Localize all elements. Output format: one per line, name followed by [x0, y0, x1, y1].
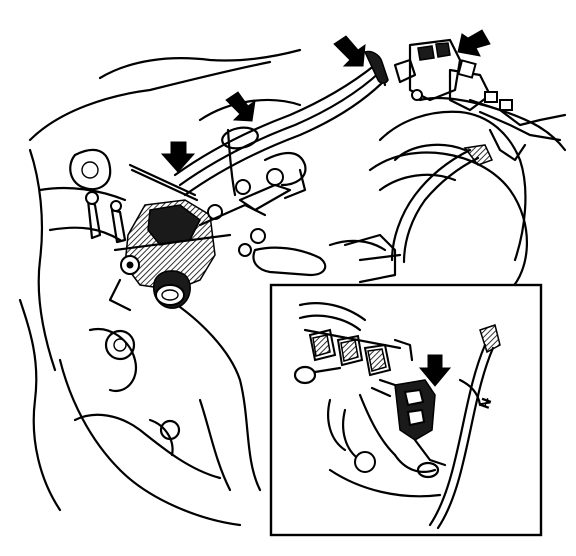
- inset-coupler: [370, 378, 436, 441]
- mount-bracket: [108, 199, 232, 312]
- inset-connector-bank: [303, 328, 414, 377]
- harness-clip-loop: [221, 126, 259, 197]
- callout-arrow-4: [457, 29, 491, 57]
- engine-block-outline: [18, 48, 567, 527]
- callout-arrow-2: [225, 91, 256, 122]
- mounting-bolts: [85, 168, 292, 257]
- detail-inset: N̴: [269, 283, 543, 537]
- vacuum-hose: [343, 144, 494, 284]
- relay-connector-block: [393, 38, 567, 162]
- callout-arrow-3: [160, 141, 196, 173]
- callout-arrow-1: [333, 35, 366, 67]
- transmission-housing: [368, 151, 529, 292]
- cable-tie: [128, 163, 199, 202]
- callout-arrow-5: [418, 354, 452, 387]
- wire-harness: [173, 50, 389, 200]
